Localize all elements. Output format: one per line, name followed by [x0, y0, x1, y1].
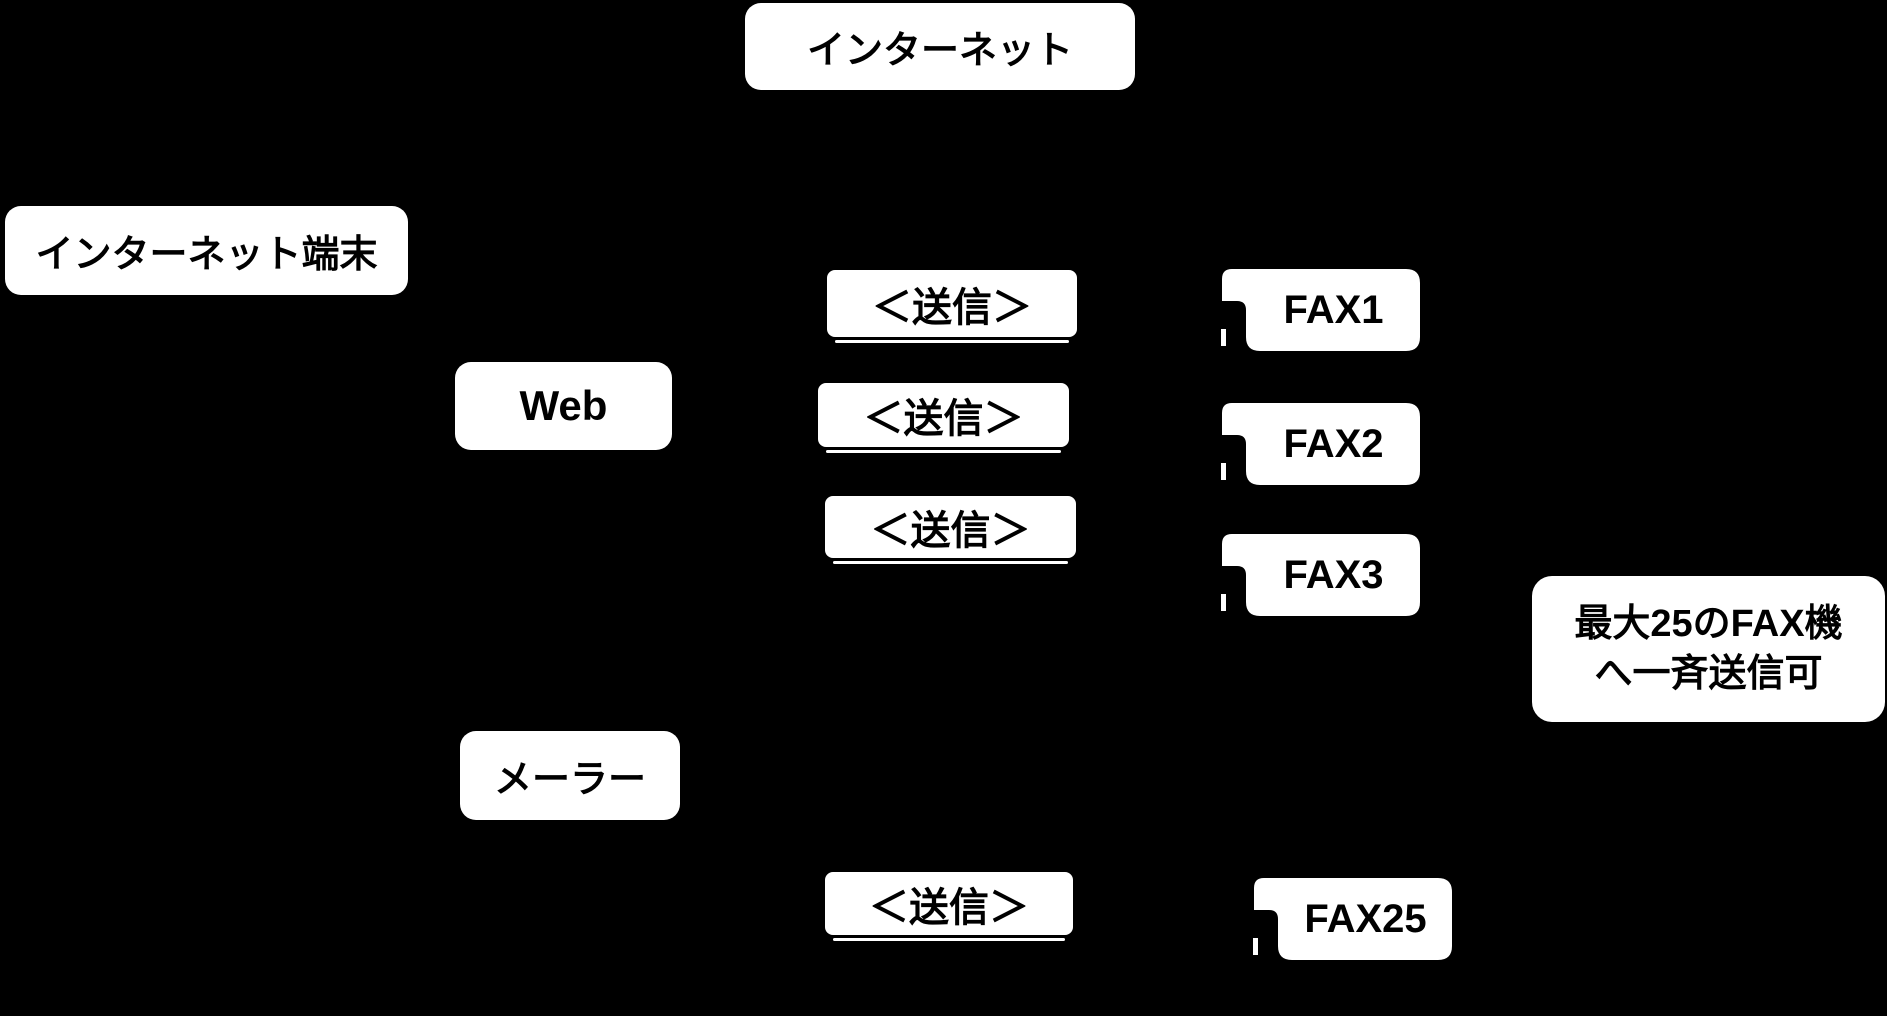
send-label-3: ＜送信＞	[870, 509, 1031, 553]
fax-machine-icon	[1221, 534, 1420, 616]
internet-box: インターネット	[745, 3, 1135, 90]
fax-node-3: FAX3	[1221, 533, 1421, 617]
send-box-1: ＜送信＞	[827, 270, 1077, 343]
broadcast-note-box: 最大25のFAX機 へ一斉送信可	[1532, 576, 1885, 722]
fax-machine-icon	[1253, 878, 1452, 960]
mailer-label: メーラー	[493, 759, 646, 801]
fax-label-25: FAX25	[1304, 896, 1427, 941]
fax-node-2: FAX2	[1221, 402, 1421, 486]
send-box-4: ＜送信＞	[825, 872, 1073, 941]
fax-machine-icon	[1221, 403, 1420, 485]
send-box-2: ＜送信＞	[818, 383, 1069, 453]
internet-label: インターネット	[806, 30, 1073, 72]
internet-terminal-label: インターネット端末	[35, 234, 378, 276]
mailer-box: メーラー	[460, 731, 680, 820]
fax-machine-icon	[1221, 269, 1420, 351]
internet-terminal-box: インターネット端末	[5, 206, 408, 295]
fax-node-25: FAX25	[1253, 877, 1453, 961]
send-label-1: ＜送信＞	[872, 285, 1032, 330]
fax-label-2: FAX2	[1283, 421, 1384, 466]
send-label-4: ＜送信＞	[869, 885, 1029, 930]
web-label: Web	[519, 382, 608, 429]
fax-label-1: FAX1	[1283, 287, 1384, 332]
fax-label-3: FAX3	[1283, 552, 1384, 597]
broadcast-note-line2: へ一斉送信可	[1594, 653, 1823, 695]
fax-node-1: FAX1	[1221, 268, 1421, 352]
send-box-3: ＜送信＞	[825, 496, 1076, 564]
broadcast-note-line1: 最大25のFAX機	[1574, 603, 1843, 645]
web-box: Web	[455, 362, 672, 450]
send-label-2: ＜送信＞	[863, 397, 1024, 441]
